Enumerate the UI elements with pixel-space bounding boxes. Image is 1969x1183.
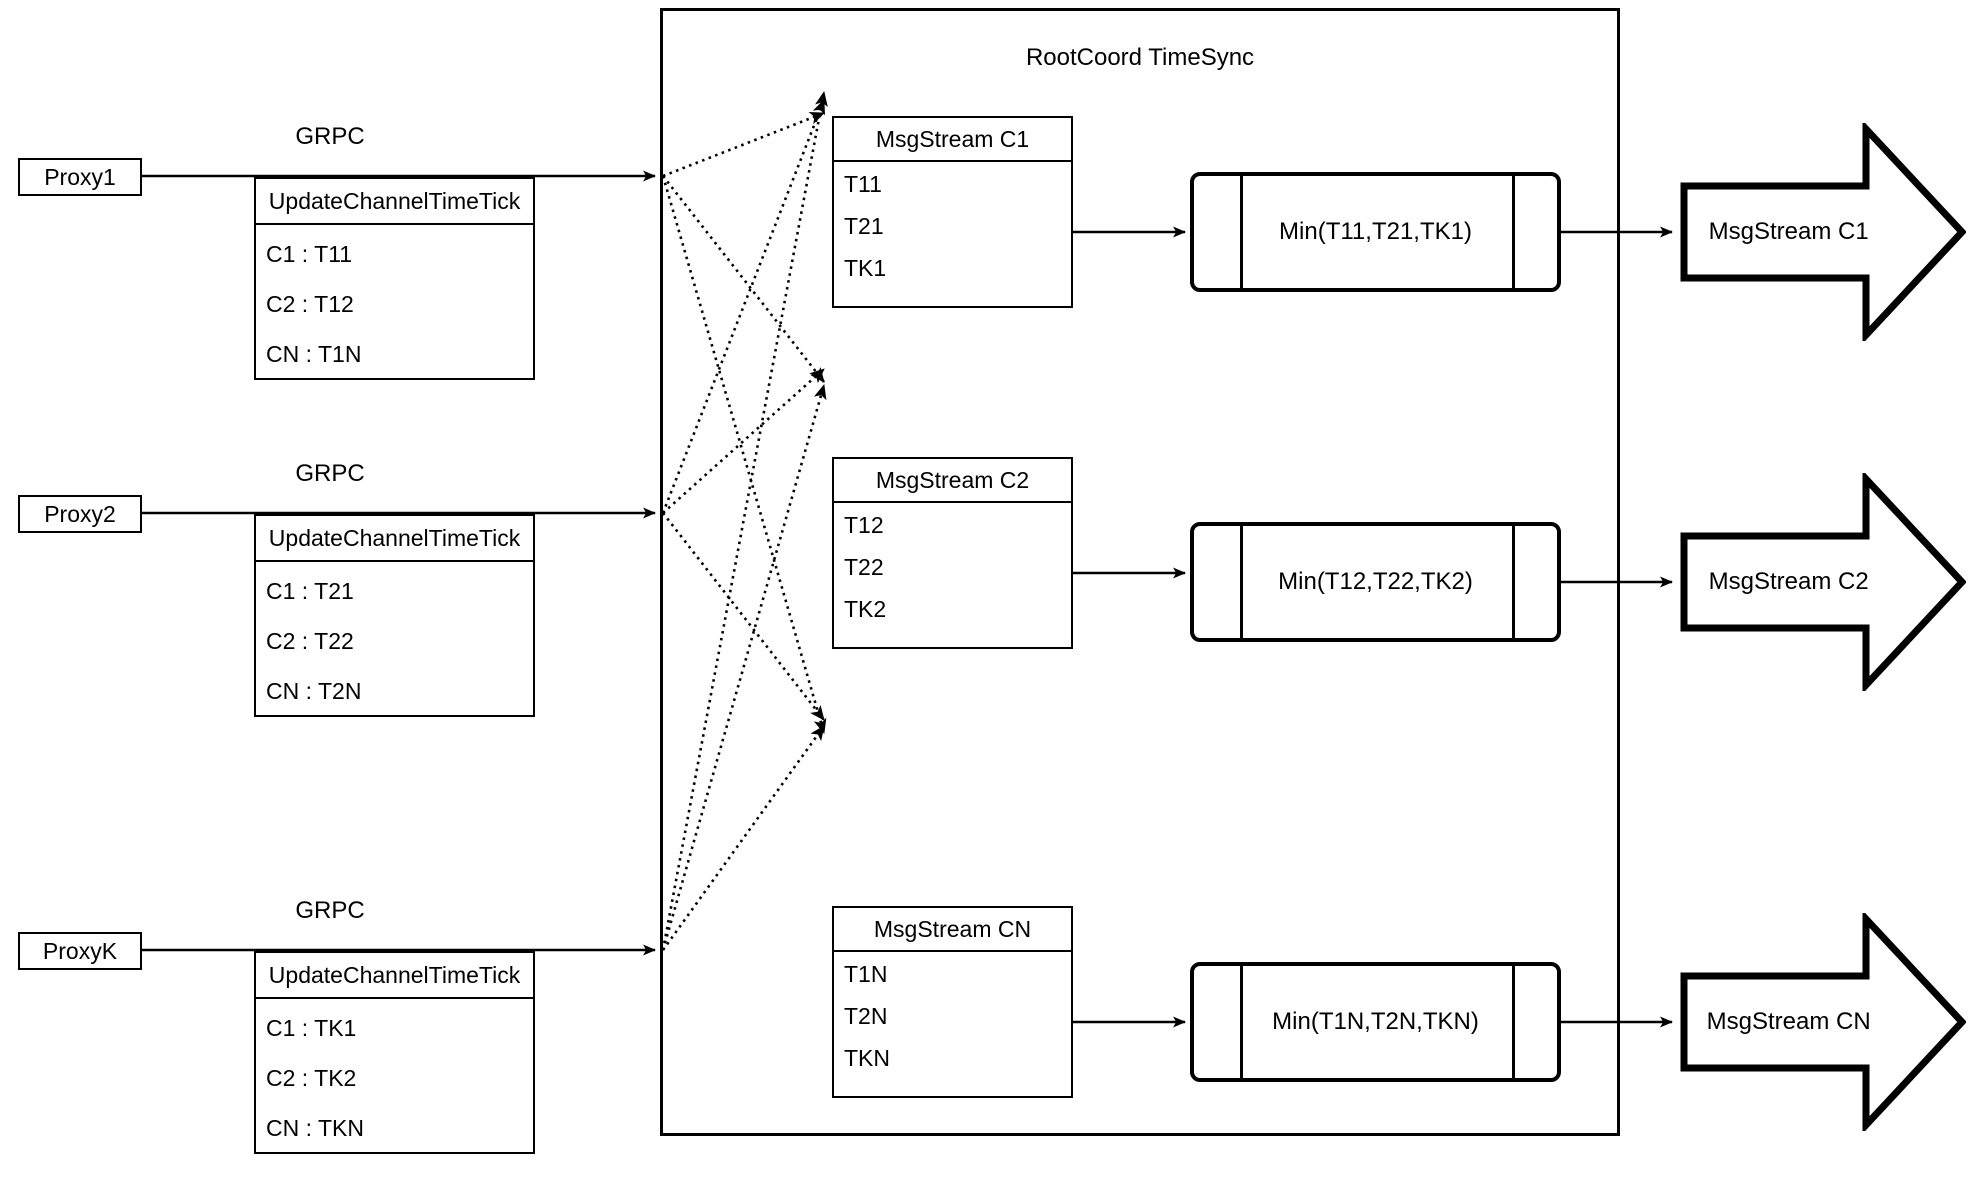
min-process-label-1: Min(T11,T21,TK1): [1279, 218, 1472, 245]
proxy-box-2[interactable]: Proxy2: [18, 495, 142, 533]
msgstream-rows-2: T12 T22 TK2: [834, 503, 1071, 647]
min-process-box-3: Min(T1N,T2N,TKN): [1190, 962, 1561, 1082]
msgstream-rows-1: T11 T21 TK1: [834, 162, 1071, 306]
msgstream-row: TKN: [844, 1044, 890, 1071]
rootcoord-timesync-container: [660, 8, 1620, 1136]
min-process-box-1: Min(T11,T21,TK1): [1190, 172, 1561, 292]
uct-row: C2 : T22: [266, 628, 354, 654]
process-divider-left: [1240, 966, 1243, 1078]
msgstream-header-1: MsgStream C1: [834, 118, 1071, 162]
uct-row: CN : T2N: [266, 678, 362, 704]
uct-rows-2: C1 : T21 C2 : T22 CN : T2N: [256, 562, 533, 715]
process-divider-right: [1512, 176, 1515, 288]
output-block-arrow-1: MsgStream C1: [1680, 123, 1966, 341]
uct-row: CN : T1N: [266, 341, 362, 367]
process-divider-right: [1512, 966, 1515, 1078]
msgstream-rows-3: T1N T2N TKN: [834, 952, 1071, 1096]
uct-rows-3: C1 : TK1 C2 : TK2 CN : TKN: [256, 999, 533, 1152]
msgstream-row: TK1: [844, 254, 887, 281]
uct-row: C1 : T21: [266, 578, 354, 604]
proxy-label-2: Proxy2: [44, 500, 116, 527]
output-block-arrow-2: MsgStream C2: [1680, 473, 1966, 691]
output-block-arrow-3: MsgStream CN: [1680, 913, 1966, 1131]
proxy-label-3: ProxyK: [42, 937, 118, 964]
proxy-label-1: Proxy1: [44, 163, 116, 190]
msgstream-header-2: MsgStream C2: [834, 459, 1071, 503]
msgstream-row: T2N: [844, 1002, 888, 1029]
update-channel-timetick-box-1: UpdateChannelTimeTick C1 : T11 C2 : T12 …: [254, 177, 535, 380]
min-process-label-2: Min(T12,T22,TK2): [1278, 568, 1473, 595]
min-process-label-3: Min(T1N,T2N,TKN): [1272, 1008, 1479, 1035]
uct-row: C2 : T12: [266, 291, 354, 317]
msgstream-row: T11: [844, 170, 882, 197]
process-divider-right: [1512, 526, 1515, 638]
msgstream-row: TK2: [844, 595, 887, 622]
uct-row: C1 : TK1: [266, 1015, 357, 1041]
msgstream-row: T1N: [844, 960, 888, 987]
output-block-arrow-label-3: MsgStream CN: [1706, 1008, 1871, 1035]
msgstream-row: T22: [844, 553, 884, 580]
process-divider-left: [1240, 176, 1243, 288]
msgstream-box-1: MsgStream C1 T11 T21 TK1: [832, 116, 1073, 308]
msgstream-row: T21: [844, 212, 884, 239]
msgstream-row: T12: [844, 511, 884, 538]
proxy-box-3[interactable]: ProxyK: [18, 932, 142, 970]
uct-header-2: UpdateChannelTimeTick: [256, 516, 533, 562]
uct-rows-1: C1 : T11 C2 : T12 CN : T1N: [256, 225, 533, 378]
rootcoord-timesync-title: RootCoord TimeSync: [1025, 44, 1255, 71]
msgstream-box-3: MsgStream CN T1N T2N TKN: [832, 906, 1073, 1098]
msgstream-box-2: MsgStream C2 T12 T22 TK2: [832, 457, 1073, 649]
grpc-label-2: GRPC: [295, 460, 365, 487]
uct-row: C1 : T11: [266, 241, 353, 267]
grpc-label-1: GRPC: [295, 123, 365, 150]
proxy-box-1[interactable]: Proxy1: [18, 158, 142, 196]
grpc-label-3: GRPC: [295, 897, 365, 924]
msgstream-header-3: MsgStream CN: [834, 908, 1071, 952]
uct-row: CN : TKN: [266, 1115, 364, 1141]
uct-header-3: UpdateChannelTimeTick: [256, 953, 533, 999]
output-block-arrow-label-1: MsgStream C1: [1708, 218, 1869, 245]
min-process-box-2: Min(T12,T22,TK2): [1190, 522, 1561, 642]
uct-header-1: UpdateChannelTimeTick: [256, 179, 533, 225]
process-divider-left: [1240, 526, 1243, 638]
update-channel-timetick-box-3: UpdateChannelTimeTick C1 : TK1 C2 : TK2 …: [254, 951, 535, 1154]
uct-row: C2 : TK2: [266, 1065, 357, 1091]
update-channel-timetick-box-2: UpdateChannelTimeTick C1 : T21 C2 : T22 …: [254, 514, 535, 717]
output-block-arrow-label-2: MsgStream C2: [1708, 568, 1869, 595]
